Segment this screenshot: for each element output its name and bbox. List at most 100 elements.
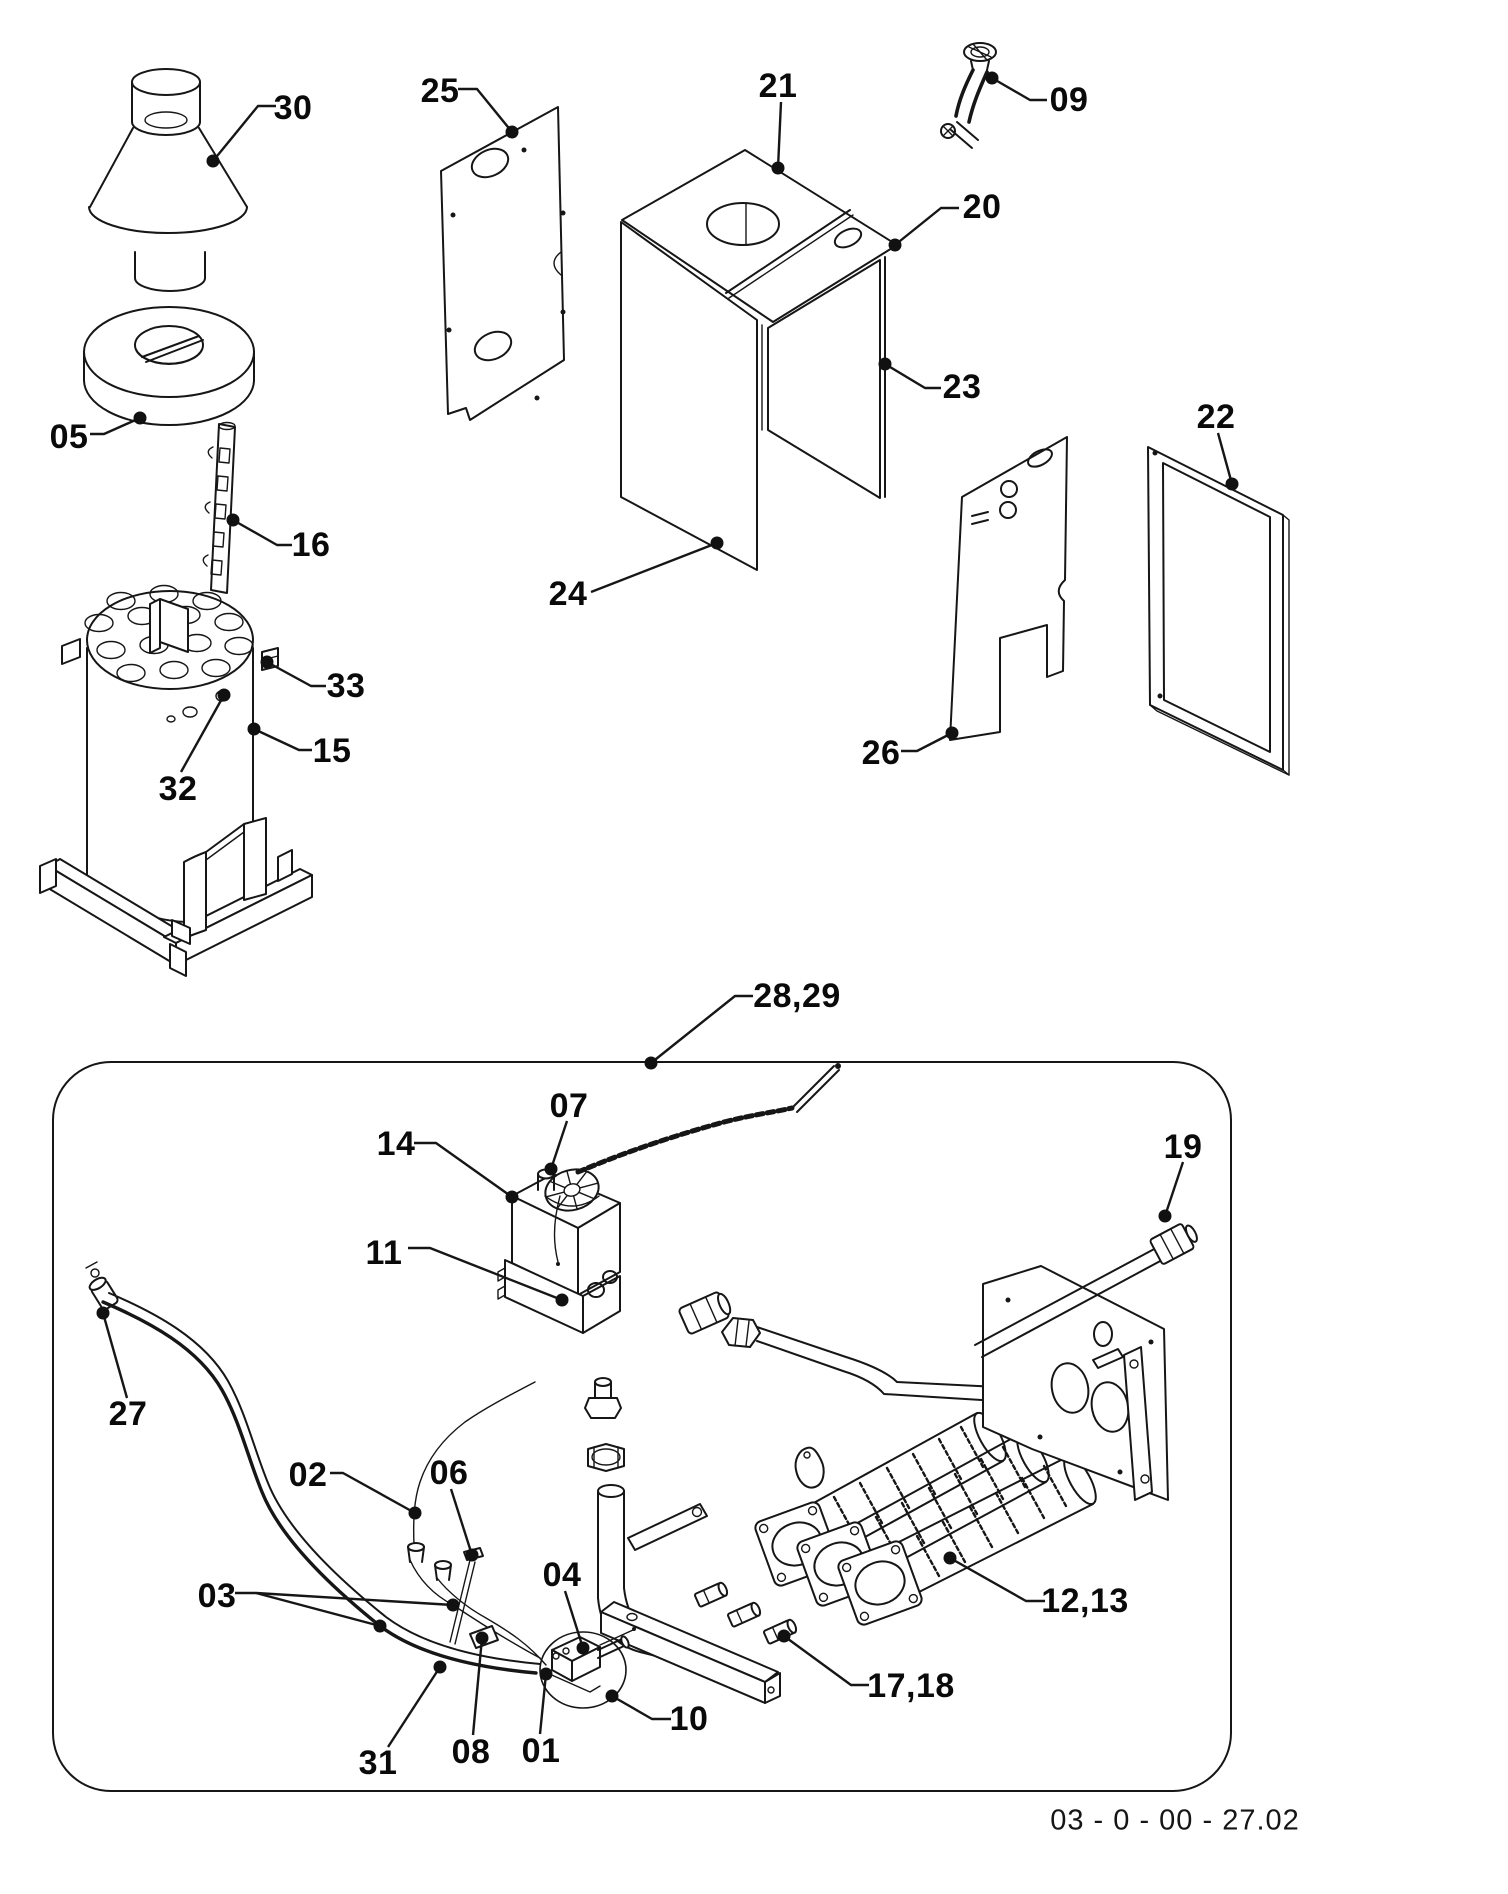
leader-line-33 <box>266 660 326 688</box>
callout-09: 09 <box>1049 81 1089 119</box>
ignition-cable <box>575 1063 841 1175</box>
leader-line-23 <box>884 362 941 390</box>
leader-line-04 <box>563 1590 585 1649</box>
callout-14: 14 <box>376 1125 416 1163</box>
leader-dot-25 <box>505 125 519 139</box>
callout-07: 07 <box>549 1087 589 1125</box>
leader-dot-11 <box>555 1293 569 1307</box>
callout-23: 23 <box>942 368 982 406</box>
leader-dot-21 <box>771 161 785 175</box>
leader-dot-20 <box>888 238 902 252</box>
leader-line-17,18 <box>783 1635 869 1687</box>
leader-dot-15 <box>247 722 261 736</box>
jacket-panel-26 <box>949 436 1068 741</box>
callout-03: 03 <box>197 1577 237 1615</box>
leader-dot-22 <box>1225 477 1239 491</box>
teardrop-gasket <box>794 1446 825 1489</box>
burner-orifice-17-18 <box>763 1618 798 1645</box>
leader-dot-14 <box>505 1190 519 1204</box>
thermostat-bulb-27 <box>85 1261 119 1311</box>
leader-dot-32 <box>217 688 231 702</box>
tank-handle <box>149 598 161 654</box>
support-bracket <box>627 1503 708 1551</box>
leader-dot-03 <box>446 1598 460 1612</box>
baffle-strip <box>202 421 236 594</box>
cabinet-right-panel <box>767 259 881 499</box>
callout-01: 01 <box>521 1732 561 1770</box>
leader-line-02 <box>330 1471 416 1515</box>
leader-line-06 <box>449 1488 474 1556</box>
manifold-pipe-19 <box>974 1223 1198 1358</box>
burner-orifice <box>727 1601 762 1628</box>
leader-line-20 <box>894 206 959 246</box>
leader-line-30 <box>212 104 276 162</box>
compression-fitting <box>434 1560 452 1581</box>
callout-11: 11 <box>365 1234 403 1272</box>
leader-line-03 <box>235 1591 454 1607</box>
leader-dot-31 <box>433 1660 447 1674</box>
callout-06: 06 <box>429 1454 469 1492</box>
thermocouple-09 <box>940 42 997 149</box>
tank-lug <box>61 638 81 665</box>
leader-line-14 <box>414 1141 513 1198</box>
leader-dot-09 <box>985 71 999 85</box>
tank-assembly <box>61 584 279 923</box>
leader-line-26 <box>901 731 953 753</box>
leader-dot-05 <box>133 411 147 425</box>
callout-10: 10 <box>669 1700 709 1738</box>
tank-top-holes <box>84 584 254 683</box>
callout-19: 19 <box>1163 1128 1203 1166</box>
leader-line-19 <box>1163 1161 1185 1217</box>
side-panel-25 <box>440 106 566 421</box>
callout-30: 30 <box>273 89 313 127</box>
leader-line-01 <box>538 1673 548 1735</box>
flue-damper-disc <box>83 306 255 426</box>
tank-base-skid <box>39 817 313 977</box>
callout-33: 33 <box>326 667 366 705</box>
leader-dot-27 <box>96 1306 110 1320</box>
leader-dot-10 <box>605 1689 619 1703</box>
leader-line-21 <box>776 101 783 169</box>
callout-02: 02 <box>288 1456 328 1494</box>
leader-line-09 <box>991 76 1047 102</box>
callout-12,13: 12,13 <box>1041 1582 1129 1620</box>
leader-line-32 <box>179 694 226 773</box>
drawing-number: 03 - 0 - 00 - 27.02 <box>1050 1804 1300 1837</box>
leader-dot-02 <box>408 1506 422 1520</box>
leader-dot-30 <box>206 154 220 168</box>
pilot-lines <box>407 1381 547 1666</box>
gas-valve-assembly <box>497 1063 841 1334</box>
leader-line-12,13 <box>949 1556 1045 1603</box>
leader-line-05 <box>90 416 141 436</box>
pilot-tube <box>436 1577 547 1666</box>
burner-bracket-panel <box>982 1265 1169 1501</box>
draft-hood <box>88 68 248 292</box>
burner-tubes <box>754 1411 1097 1626</box>
callout-16: 16 <box>291 526 331 564</box>
cabinet-shell <box>620 149 898 571</box>
callout-04: 04 <box>542 1556 582 1594</box>
burner-orifice <box>694 1581 729 1608</box>
pipe-union-nut <box>721 1317 761 1348</box>
leader-dot-24 <box>710 536 724 550</box>
leader-dot-23 <box>878 357 892 371</box>
pilot-mount-bar <box>1123 1346 1153 1501</box>
callout-17,18: 17,18 <box>867 1667 955 1705</box>
leader-line-22 <box>1216 432 1234 485</box>
leader-line-25 <box>458 87 513 133</box>
door-frame-22 <box>1147 446 1290 776</box>
leader-dot-07 <box>544 1162 558 1176</box>
leader-dot-17,18 <box>777 1629 791 1643</box>
leader-line-08 <box>471 1637 484 1736</box>
callout-leaders <box>90 71 1239 1748</box>
leader-line-31 <box>386 1666 442 1748</box>
callout-27: 27 <box>108 1395 148 1433</box>
callout-21: 21 <box>758 67 798 105</box>
leader-dot-28,29 <box>644 1056 658 1070</box>
pilot-burner-assembly <box>539 1627 636 1709</box>
leader-line-15 <box>253 727 312 752</box>
callout-32: 32 <box>158 770 198 808</box>
leader-dot-26 <box>945 726 959 740</box>
